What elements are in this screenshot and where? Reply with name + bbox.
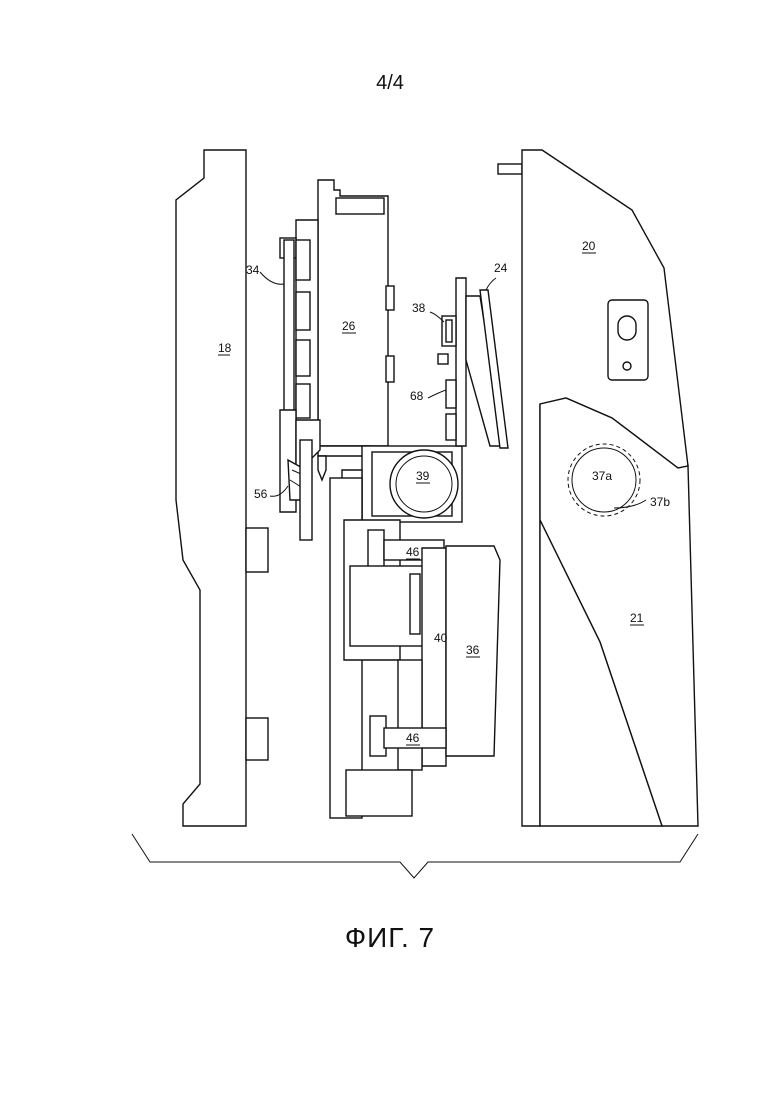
part-24-side-board — [438, 278, 508, 448]
label-46-upper: 46 — [406, 545, 420, 559]
label-38: 38 — [412, 301, 426, 315]
label-37a: 37a — [592, 469, 612, 483]
assembly-brace — [132, 834, 698, 878]
label-37b: 37b — [650, 495, 670, 509]
figure-caption: ФИГ. 7 — [0, 922, 780, 954]
label-20: 20 — [582, 239, 596, 253]
label-46-lower: 46 — [406, 731, 420, 745]
label-40: 40 — [434, 631, 448, 645]
label-34: 34 — [246, 263, 260, 277]
label-39: 39 — [416, 469, 430, 483]
label-36: 36 — [466, 643, 480, 657]
label-68: 68 — [410, 389, 424, 403]
part-26-housing — [318, 180, 394, 456]
label-26: 26 — [342, 319, 356, 333]
label-18: 18 — [218, 341, 232, 355]
label-21: 21 — [630, 611, 644, 625]
label-24: 24 — [494, 261, 508, 275]
label-56: 56 — [254, 487, 268, 501]
